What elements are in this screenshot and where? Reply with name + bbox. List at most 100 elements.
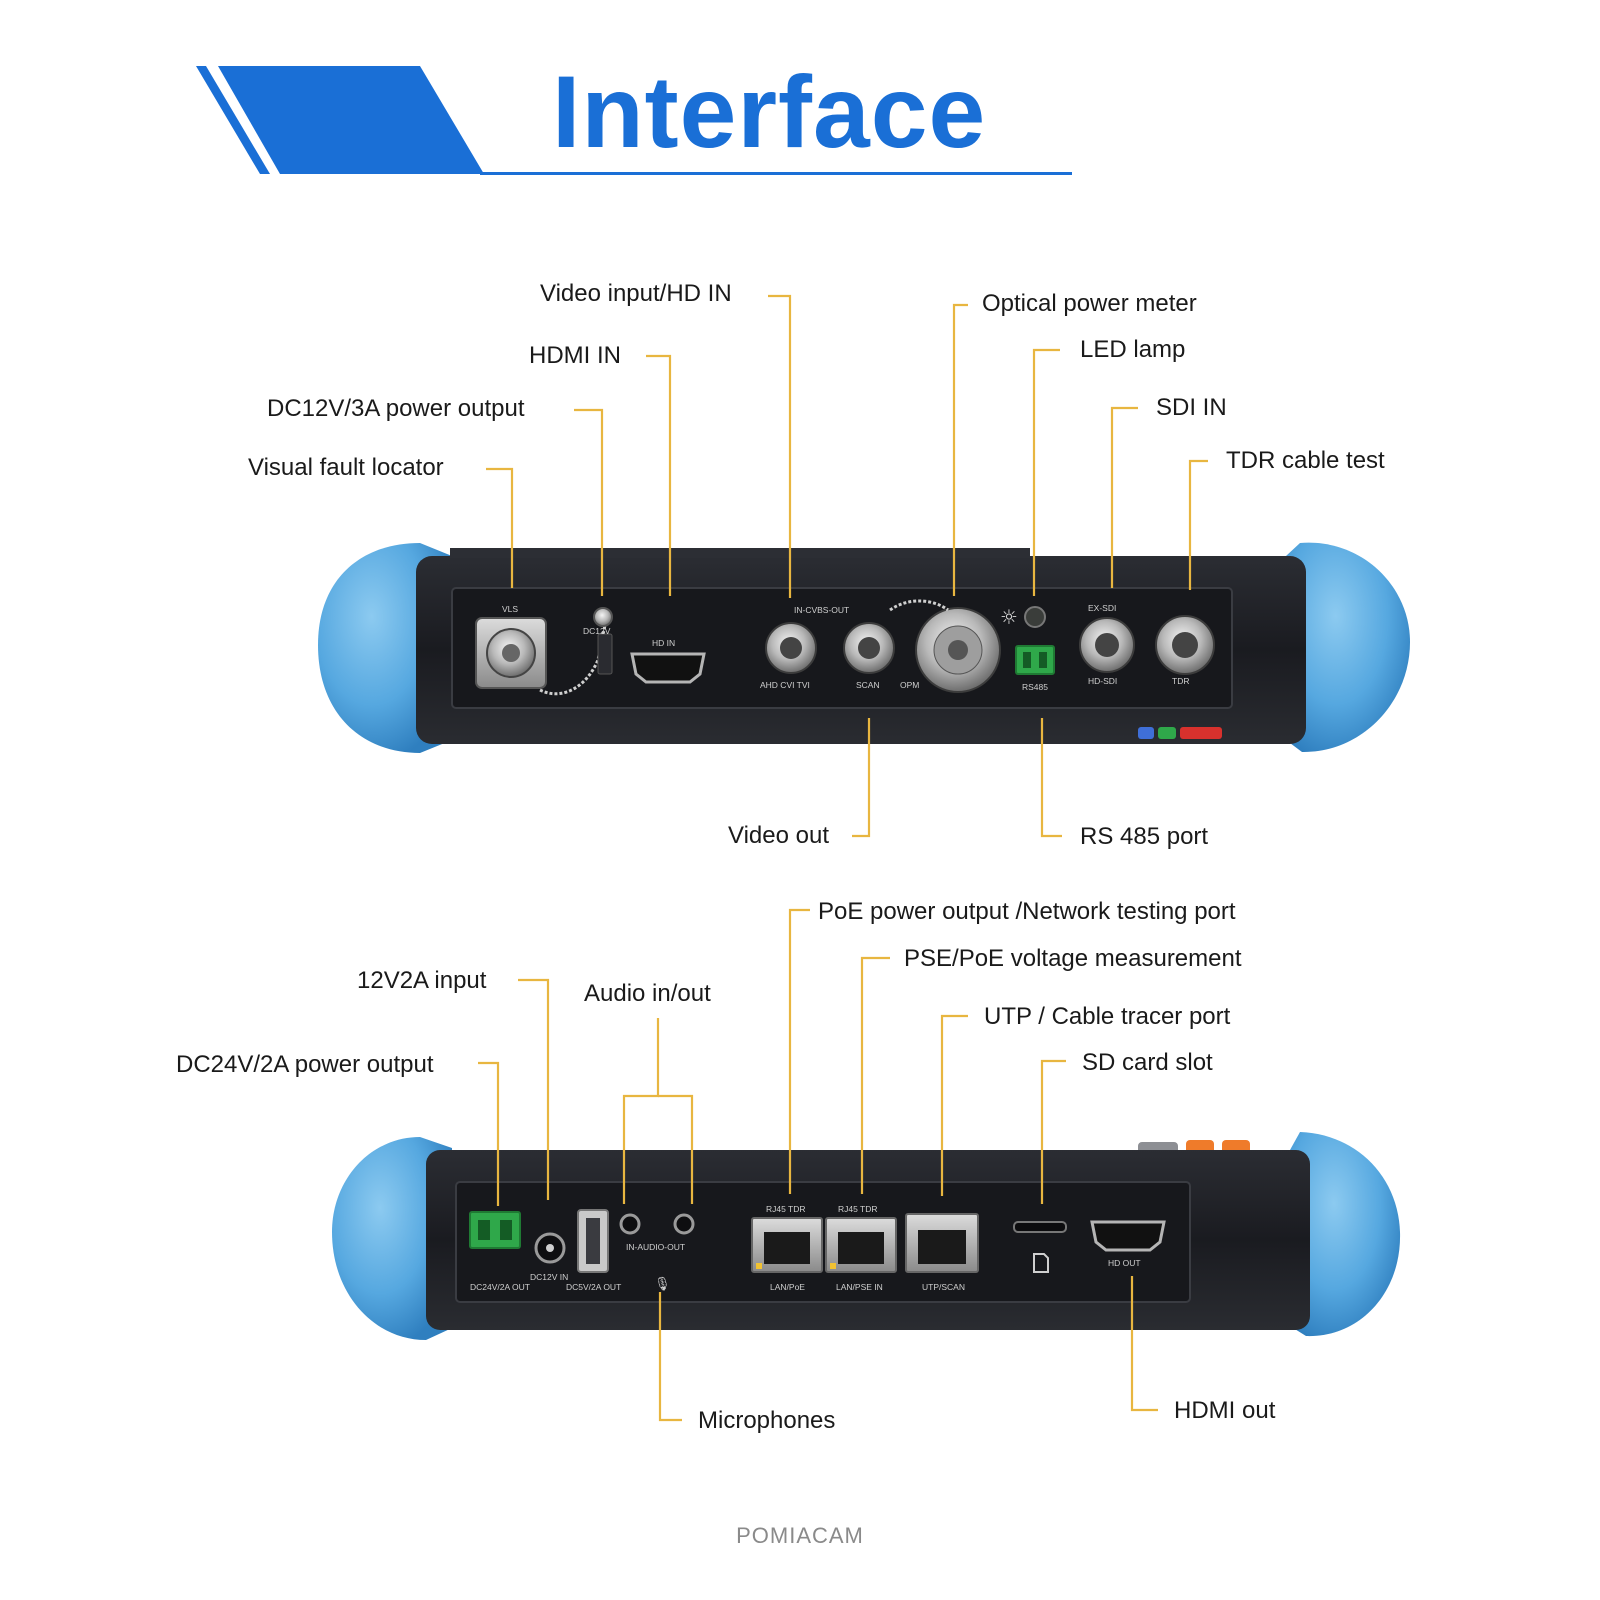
label-led-lamp: LED lamp xyxy=(1080,336,1186,363)
silk-dc5v2a-out: DC5V/2A OUT xyxy=(566,1282,621,1292)
label-visual-fault-locator: Visual fault locator xyxy=(248,454,444,481)
silk-ex-sdi: EX-SDI xyxy=(1088,603,1116,613)
silk-dc12v: DC12V xyxy=(583,626,611,636)
leader-dc12v-output xyxy=(574,408,604,596)
silk-opm: OPM xyxy=(900,680,919,690)
silk-ahd-cvi-tvi: AHD CVI TVI xyxy=(760,680,810,690)
label-microphones: Microphones xyxy=(698,1407,836,1434)
rj45-utp-scan-socket xyxy=(918,1230,966,1264)
vls-connector-core xyxy=(502,644,520,662)
leader-video-out xyxy=(852,718,871,838)
side-button-red xyxy=(1180,727,1222,739)
label-audio-in-out: Audio in/out xyxy=(584,980,711,1007)
dc24v-pin-1 xyxy=(478,1220,490,1240)
rs485-pin-2 xyxy=(1039,652,1047,668)
label-sd-card-slot: SD card slot xyxy=(1082,1049,1213,1076)
label-sdi-in: SDI IN xyxy=(1156,394,1227,421)
leader-hdmi-out xyxy=(1130,1276,1158,1412)
audio-in-jack xyxy=(619,1213,641,1235)
silk-rj45-tdr-1: RJ45 TDR xyxy=(766,1204,806,1214)
silk-hd-out: HD OUT xyxy=(1108,1258,1141,1268)
label-pse-poe-voltage: PSE/PoE voltage measurement xyxy=(904,945,1242,972)
label-video-input: Video input/HD IN xyxy=(540,280,732,307)
label-video-out: Video out xyxy=(728,822,829,849)
leader-audio-out-branch xyxy=(658,1094,694,1204)
leader-dc24v-output xyxy=(478,1061,500,1206)
bumper-right-bottom xyxy=(1290,1132,1401,1337)
leader-poe-output xyxy=(788,908,810,1194)
leader-sdi-in xyxy=(1110,406,1138,588)
header-banner xyxy=(196,66,1072,175)
leader-hdmi-in xyxy=(646,354,672,596)
silk-utp-scan: UTP/SCAN xyxy=(922,1282,965,1292)
top-device: VLS DC12V HD IN IN-CVBS-OUT AHD CVI TVI … xyxy=(318,542,1410,753)
vls-chain xyxy=(539,619,608,696)
sdi-in-bnc-core xyxy=(1095,633,1119,657)
dc24v-pin-2 xyxy=(500,1220,512,1240)
silk-hd-in: HD IN xyxy=(652,638,675,648)
banner-stripe-thin xyxy=(196,66,270,174)
brand-watermark: POMIACAM xyxy=(736,1523,864,1548)
silk-rs485: RS485 xyxy=(1022,682,1048,692)
label-tdr-cable-test: TDR cable test xyxy=(1226,447,1385,474)
silk-dc12v-in: DC12V IN xyxy=(530,1272,568,1282)
microphone-icon: 🎙 xyxy=(654,1276,671,1292)
rs485-pin-1 xyxy=(1023,652,1031,668)
side-button-green xyxy=(1158,727,1176,739)
leader-utp-cable-tracer xyxy=(940,1014,968,1196)
silk-rj45-tdr-2: RJ45 TDR xyxy=(838,1204,878,1214)
rj45-lan-poe-socket xyxy=(764,1232,810,1264)
hdmi-out-port xyxy=(1090,1220,1166,1252)
opm-chain xyxy=(889,599,949,612)
usb-port-tongue xyxy=(586,1218,600,1264)
silk-dc24v2a-out: DC24V/2A OUT xyxy=(470,1282,530,1292)
led-lamp xyxy=(1024,606,1046,628)
cvbs-in-bnc-core xyxy=(780,637,802,659)
page-title: Interface xyxy=(552,55,987,169)
bottom-leader-lines xyxy=(478,908,1158,1422)
side-button-blue xyxy=(1138,727,1154,739)
bumper-right-top xyxy=(1286,542,1410,753)
leader-audio-in-out xyxy=(622,1018,660,1204)
label-dc24v-output: DC24V/2A power output xyxy=(176,1051,434,1078)
opm-connector-core xyxy=(948,640,968,660)
top-leader-lines xyxy=(486,294,1208,838)
leader-video-input xyxy=(768,294,792,598)
banner-underline xyxy=(480,172,1072,175)
leader-rs485-port xyxy=(1040,718,1062,838)
hdmi-in-port xyxy=(630,652,706,684)
silk-vls: VLS xyxy=(502,604,518,614)
dc12v-in-pin xyxy=(546,1244,554,1252)
label-dc12v-output: DC12V/3A power output xyxy=(267,395,525,422)
silk-in-audio-out: IN-AUDIO-OUT xyxy=(626,1242,685,1252)
silk-hd-sdi: HD-SDI xyxy=(1088,676,1117,686)
silk-in-cvbs-out: IN-CVBS-OUT xyxy=(794,605,849,615)
leader-led-lamp xyxy=(1032,348,1060,596)
dc24v-terminal xyxy=(469,1211,521,1249)
bottom-device: DC24V/2A OUT DC12V IN DC5V/2A OUT IN-AUD… xyxy=(332,1132,1401,1340)
dc12v-switch xyxy=(597,633,613,675)
dc12v-output-jack xyxy=(593,607,613,627)
label-poe-output: PoE power output /Network testing port xyxy=(818,898,1236,925)
bumper-left-bottom xyxy=(332,1137,452,1340)
label-rs485-port: RS 485 port xyxy=(1080,823,1209,850)
sd-card-slot xyxy=(1013,1221,1067,1233)
label-hdmi-in: HDMI IN xyxy=(529,342,621,369)
silk-lan-pse-in: LAN/PSE IN xyxy=(836,1282,883,1292)
label-optical-power-meter: Optical power meter xyxy=(982,290,1197,317)
banner-parallelogram xyxy=(218,66,484,174)
leader-microphones xyxy=(658,1292,682,1422)
leader-12v2a-input xyxy=(518,978,550,1200)
label-12v2a-input: 12V2A input xyxy=(357,967,487,994)
leader-tdr-cable-test xyxy=(1188,459,1208,590)
leader-optical-power-meter xyxy=(952,303,968,596)
rj45-lan-poe-led xyxy=(756,1263,762,1269)
rj45-lan-pse-led xyxy=(830,1263,836,1269)
leader-sd-card-slot xyxy=(1040,1059,1066,1204)
silk-tdr: TDR xyxy=(1172,676,1189,686)
silk-scan: SCAN xyxy=(856,680,880,690)
leader-pse-poe-voltage xyxy=(860,956,890,1194)
label-utp-cable-tracer: UTP / Cable tracer port xyxy=(984,1003,1231,1030)
leader-visual-fault-locator xyxy=(486,467,514,588)
tdr-bnc-core xyxy=(1172,632,1198,658)
